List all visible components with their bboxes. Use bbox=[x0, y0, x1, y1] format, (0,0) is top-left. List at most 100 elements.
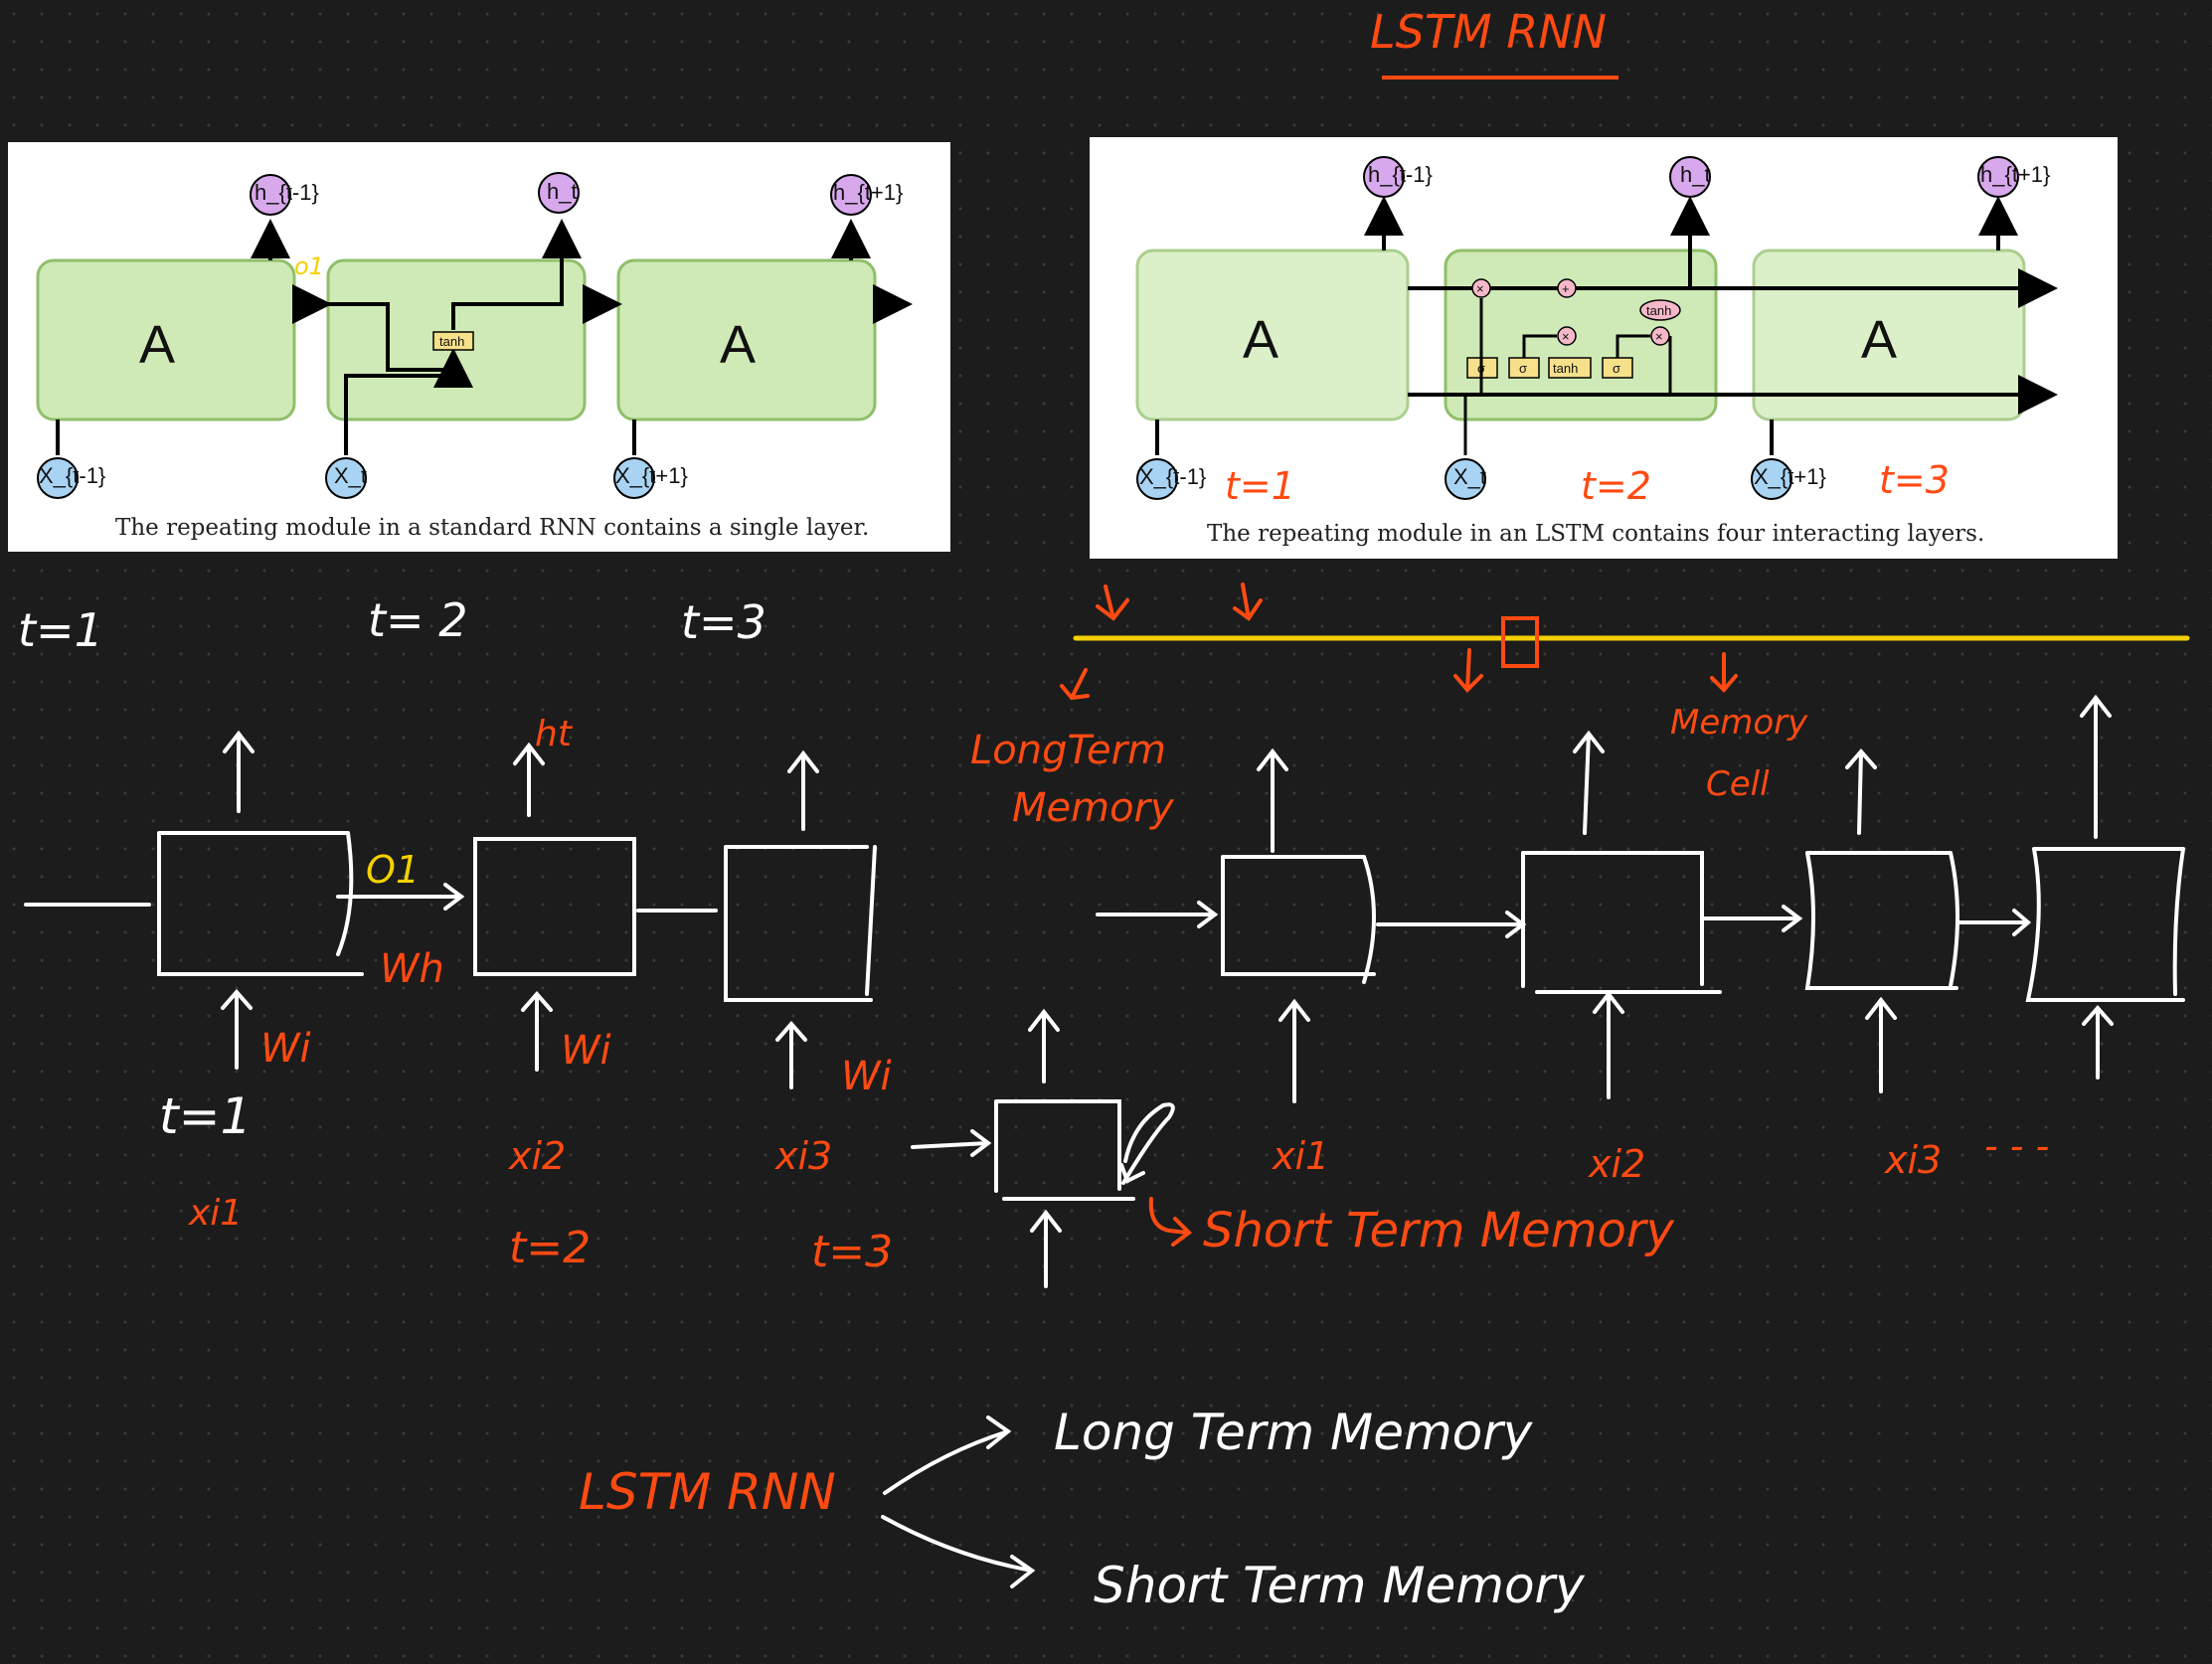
left-time-top-1: t=1 bbox=[18, 603, 103, 657]
rnn-wire-input bbox=[344, 348, 473, 455]
left-notes: t=1 t= 2 t=3 ht O1 Wh Wi Wi Wi t=1 xi1 x… bbox=[18, 593, 893, 1277]
right-box-1 bbox=[1221, 855, 1376, 984]
left-up-arrow-2 bbox=[513, 742, 545, 817]
right-incoming-arrow bbox=[1096, 901, 1219, 928]
rnn-wire-out bbox=[451, 219, 582, 330]
lstm-input-label-2: X_t bbox=[1453, 464, 1486, 489]
lstm-input-label-1: X_{t-1} bbox=[1139, 464, 1206, 489]
rnn-input-label-2: X_t bbox=[334, 463, 367, 488]
lstm-output-circle-1 bbox=[1363, 156, 1405, 198]
lstm-op-label-2: + bbox=[1562, 281, 1570, 296]
stm-up-arrow bbox=[1028, 1008, 1060, 1083]
lstm-output-circle-3 bbox=[1977, 156, 2019, 198]
right-box-2 bbox=[1521, 851, 1722, 994]
orange-down-arrow-4 bbox=[1710, 652, 1738, 693]
lstm-input-circle-3 bbox=[1751, 458, 1792, 500]
summary-branch-up bbox=[883, 1415, 1012, 1495]
left-wi-label-1: Wi bbox=[260, 1026, 311, 1072]
right-up-arrow-2 bbox=[1573, 730, 1605, 835]
rnn-input-circle-2 bbox=[325, 457, 367, 499]
left-t1-below: t=1 bbox=[159, 1087, 252, 1145]
orange-down-arrow-5 bbox=[1060, 668, 1090, 701]
lstm-caption: The repeating module in an LSTM contains… bbox=[1207, 521, 1984, 547]
stm-in-bottom-arrow bbox=[1030, 1209, 1062, 1288]
short-term-memory-label: Short Term Memory bbox=[1203, 1203, 1675, 1258]
rnn-input-circle-3 bbox=[613, 457, 655, 499]
lstm-gate-label-3: tanh bbox=[1553, 361, 1578, 376]
orange-down-arrow-2 bbox=[1233, 582, 1263, 621]
rnn-figure: A A tanh h_{t-1} h_t h_{t+1} X_{t-1} X_t… bbox=[8, 142, 950, 552]
right-continuation: - - - bbox=[1984, 1124, 2049, 1168]
left-o1-label: O1 bbox=[366, 848, 420, 892]
right-notes: LongTerm Memory Memory Cell xi1 xi2 xi3 … bbox=[911, 582, 2190, 1288]
left-time-top-2: t= 2 bbox=[368, 593, 467, 647]
lstm-gate-3 bbox=[1548, 357, 1592, 379]
lstm-output-label-3: h_{t+1} bbox=[1980, 162, 2050, 187]
left-wi-label-3: Wi bbox=[841, 1054, 892, 1099]
right-in-arrow-2 bbox=[1593, 990, 1624, 1099]
rnn-tanh-gate bbox=[432, 331, 474, 351]
lstm-tanh-op-label: tanh bbox=[1646, 303, 1671, 318]
left-box-1 bbox=[157, 831, 364, 976]
stm-box bbox=[994, 1099, 1135, 1201]
right-in-arrow-1 bbox=[1278, 998, 1310, 1103]
rnn-output-label-1: h_{t-1} bbox=[255, 180, 319, 205]
right-up-arrow-4 bbox=[2080, 694, 2112, 839]
left-up-arrow-1 bbox=[223, 730, 255, 813]
lstm-wire-input bbox=[1463, 298, 1483, 455]
lstm-cell-3-label: A bbox=[1861, 310, 1897, 370]
rnn-input-label-1: X_{t-1} bbox=[39, 463, 105, 488]
lstm-input-circle-1 bbox=[1136, 458, 1178, 500]
left-wi-label-2: Wi bbox=[561, 1028, 611, 1074]
left-wh-label: Wh bbox=[380, 946, 444, 992]
left-input-1: xi1 bbox=[188, 1193, 243, 1234]
memory-line-marker bbox=[1501, 616, 1539, 668]
right-box-4 bbox=[2025, 847, 2185, 1002]
right-arrow-3-4 bbox=[1957, 909, 2032, 936]
lstm-output-label-1: h_{t-1} bbox=[1368, 162, 1433, 187]
lstm-input-label-3: X_{t+1} bbox=[1754, 464, 1826, 489]
rnn-output-circle-2 bbox=[538, 172, 580, 214]
right-box-3 bbox=[1804, 851, 1959, 990]
lstm-op-add bbox=[1557, 278, 1577, 298]
lstm-figure: A A σ σ tanh σ × + × × tanh bbox=[1090, 137, 2118, 559]
lstm-input-circle-2 bbox=[1445, 458, 1486, 500]
rnn-cell-1-label: A bbox=[139, 315, 175, 375]
long-term-memory-label-2: Memory bbox=[1012, 785, 1175, 831]
lstm-wire-gate3 bbox=[1522, 334, 1557, 358]
rnn-o1-annotation: o1 bbox=[294, 252, 324, 280]
rnn-output-label-2: h_t bbox=[547, 179, 578, 204]
summary-root: LSTM RNN bbox=[579, 1463, 836, 1521]
summary-branch-2: Short Term Memory bbox=[1094, 1557, 1586, 1614]
left-up-arrow-3 bbox=[787, 749, 819, 831]
rnn-input-circle-1 bbox=[37, 457, 79, 499]
right-in-arrow-4 bbox=[2082, 1004, 2114, 1080]
memory-cell-label-2: Cell bbox=[1706, 764, 1770, 804]
summary-branch-down bbox=[881, 1515, 1036, 1588]
lstm-op-label-1: × bbox=[1476, 281, 1484, 296]
lstm-time-1: t=1 bbox=[1225, 464, 1295, 508]
lstm-cell-1-label: A bbox=[1243, 310, 1278, 370]
left-time-top-3: t=3 bbox=[681, 595, 766, 649]
right-up-arrow-1 bbox=[1257, 748, 1288, 853]
rnn-caption: The repeating module in a standard RNN c… bbox=[115, 515, 869, 541]
right-input-1: xi1 bbox=[1272, 1134, 1329, 1178]
left-time-bottom-3: t=3 bbox=[811, 1227, 893, 1277]
left-input-3: xi3 bbox=[774, 1134, 832, 1178]
long-term-memory-label-1: LongTerm bbox=[970, 728, 1166, 773]
lstm-op-label-3: × bbox=[1562, 329, 1570, 344]
stm-pointer bbox=[1148, 1197, 1193, 1247]
lstm-wire-output bbox=[1616, 334, 1650, 358]
right-input-2: xi2 bbox=[1588, 1142, 1645, 1186]
left-time-bottom-2: t=2 bbox=[509, 1223, 591, 1273]
orange-down-arrow-3 bbox=[1453, 648, 1483, 693]
summary-tree: LSTM RNN Long Term Memory Short Term Mem… bbox=[579, 1404, 1586, 1614]
left-arrow-1-2-head bbox=[443, 883, 465, 911]
rnn-cell-3-label: A bbox=[720, 315, 756, 375]
lstm-cell-1 bbox=[1135, 249, 1410, 421]
lstm-gate-label-4: σ bbox=[1613, 361, 1620, 376]
right-arrow-2-3 bbox=[1700, 905, 1803, 932]
left-in-arrow-2 bbox=[521, 990, 553, 1072]
lstm-output-circle-2 bbox=[1669, 156, 1711, 198]
